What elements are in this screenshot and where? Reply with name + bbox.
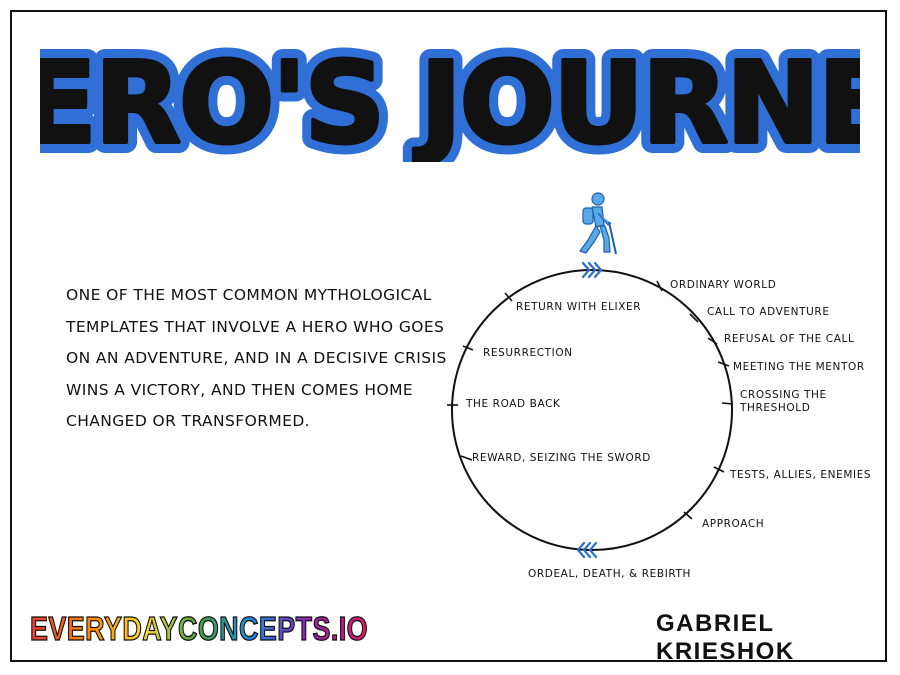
stage-the-road-back: THE ROAD BACK — [465, 398, 561, 410]
description-line: CHANGED OR TRANSFORMED. — [66, 412, 311, 430]
journey-circle — [451, 269, 733, 551]
hiker-icon — [579, 192, 617, 255]
title-text: HERO'S JOURNEY — [40, 39, 860, 162]
description-line: WINS A VICTORY, AND THEN COMES HOME — [66, 380, 414, 399]
author-name: GABRIEL KRIESHOK — [656, 610, 795, 665]
tick — [504, 292, 513, 302]
tick — [460, 455, 473, 461]
tick — [462, 345, 474, 351]
stage-ordinary-world: ORDINARY WORLD — [670, 279, 776, 291]
stage-approach: APPROACH — [702, 518, 764, 530]
stage-meeting-the-mentor: MEETING THE MENTOR — [733, 361, 865, 373]
description: ONE OF THE MOST COMMON MYTHOLOGICAL TEMP… — [66, 280, 446, 438]
stage-tests-allies-enemies: TESTS, ALLIES, ENEMIES — [729, 469, 871, 481]
stage-refusal-of-the-call: REFUSAL OF THE CALL — [724, 333, 854, 345]
tick — [683, 511, 693, 520]
tick — [656, 280, 663, 292]
tick — [689, 313, 699, 323]
tick — [717, 361, 730, 367]
brand-logo: EVERYDAYCONCEPTS.IO — [29, 609, 368, 647]
tick — [721, 402, 734, 405]
tick — [707, 337, 718, 345]
description-line: ONE OF THE MOST COMMON MYTHOLOGICAL — [66, 286, 432, 304]
brand-text: EVERYDAYCONCEPTS.IO — [30, 610, 368, 647]
description-line: ON AN ADVENTURE, AND IN A DECISIVE CRISI… — [66, 349, 447, 367]
description-line: TEMPLATES THAT INVOLVE A HERO WHO GOES — [66, 317, 445, 336]
stage-crossing-the-threshold-line2: THRESHOLD — [739, 402, 810, 414]
stage-call-to-adventure: CALL TO ADVENTURE — [707, 306, 830, 318]
top-chevron-arrows-icon — [581, 261, 603, 279]
poster-frame — [10, 10, 887, 662]
stage-ordeal-death-rebirth: ORDEAL, DEATH, & REBIRTH — [528, 568, 691, 580]
stage-reward-seizing-the-sword: REWARD, SEIZING THE SWORD — [472, 452, 651, 464]
stage-ticks — [447, 280, 734, 520]
tick — [713, 466, 725, 473]
bottom-chevron-arrows-icon — [576, 541, 598, 559]
poster-title: HERO'S JOURNEY HERO'S JOURNEY — [40, 28, 860, 162]
stage-resurrection: RESURRECTION — [483, 347, 573, 359]
title-outline: HERO'S JOURNEY — [40, 39, 860, 162]
stage-crossing-the-threshold-line1: CROSSING THE — [740, 389, 827, 401]
stage-return-with-elixer: RETURN WITH ELIXER — [516, 301, 641, 313]
